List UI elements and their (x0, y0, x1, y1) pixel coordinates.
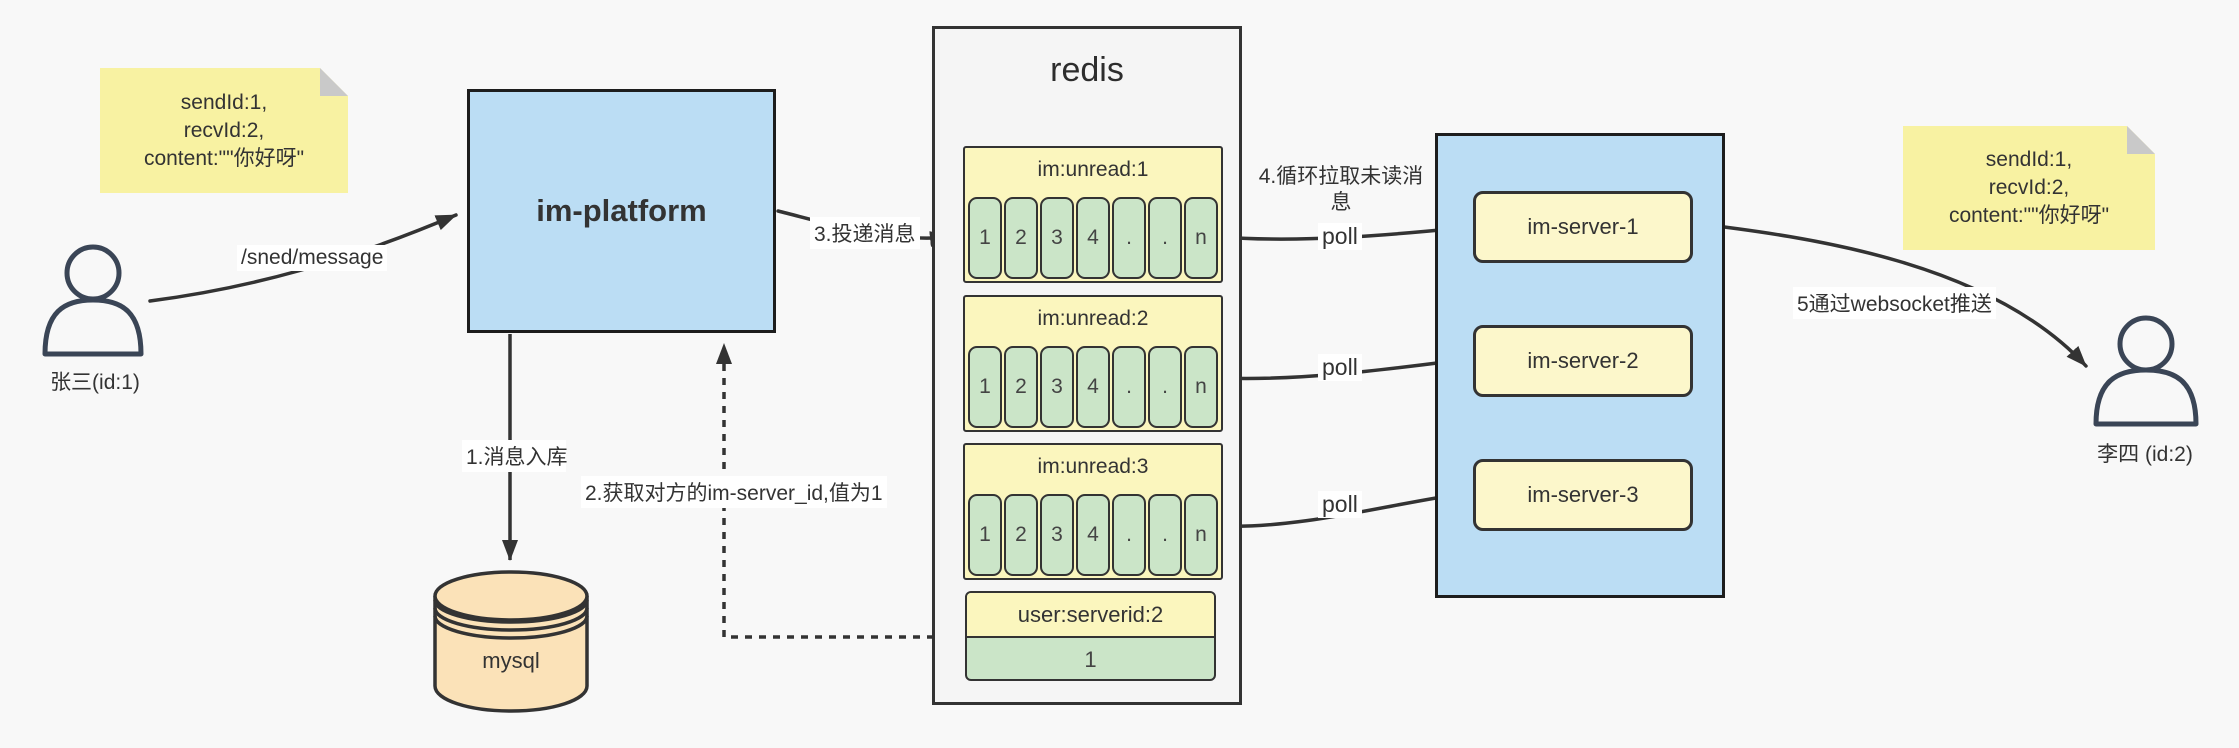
list-cell: n (1184, 346, 1218, 428)
arrow-websocket-push (1690, 221, 2088, 368)
sender-label: 张三(id:1) (50, 371, 140, 394)
redis-list-cells: 1 2 3 4 . . n (968, 494, 1218, 576)
list-cell: n (1184, 494, 1218, 576)
note-line: recvId:2, (183, 118, 265, 142)
edge-label-poll-1: poll (1318, 223, 1362, 250)
im-platform-title: im-platform (536, 193, 707, 228)
note-line: sendId:1, (1985, 148, 2073, 171)
list-cell: 3 (1040, 346, 1074, 428)
redis-list-name: im:unread:2 (1037, 307, 1149, 330)
edge-label-poll-2: poll (1318, 354, 1362, 381)
note-line: sendId:1, (180, 90, 268, 114)
im-server-1-box: im-server-1 (1473, 191, 1693, 263)
list-cell: . (1148, 197, 1182, 279)
redis-kv-user-serverid: user:serverid:2 1 (965, 591, 1216, 681)
note-line: recvId:2, (1988, 176, 2070, 199)
edge-label-step2: 2.获取对方的im-server_id,值为1 (581, 476, 887, 508)
list-cell: 3 (1040, 494, 1074, 576)
redis-container: redis im:unread:1 1 2 3 4 . . n im:unrea… (932, 26, 1242, 705)
list-cell: 1 (968, 346, 1002, 428)
list-cell: 2 (1004, 346, 1038, 428)
im-server-2-box: im-server-2 (1473, 325, 1693, 397)
list-cell: . (1112, 197, 1146, 279)
list-cell: 4 (1076, 494, 1110, 576)
list-cell: 3 (1040, 197, 1074, 279)
edge-label-step3: 3.投递消息 (810, 217, 920, 249)
request-note-left: sendId:1, recvId:2, content:""你好呀" (100, 68, 348, 193)
redis-list-unread-3: im:unread:3 1 2 3 4 . . n (963, 443, 1223, 580)
im-server-1-label: im-server-1 (1527, 214, 1639, 239)
redis-list-cells: 1 2 3 4 . . n (968, 346, 1218, 428)
redis-kv-name: user:serverid:2 (967, 593, 1214, 638)
arrow-get-server-id (716, 343, 962, 639)
list-cell: . (1148, 494, 1182, 576)
list-cell: 4 (1076, 197, 1110, 279)
list-cell: . (1148, 346, 1182, 428)
edge-label-send-message: /sned/message (237, 245, 388, 271)
list-cell: 2 (1004, 494, 1038, 576)
receiver-user-icon (2093, 315, 2199, 427)
im-server-cluster: im-server-1 im-server-2 im-server-3 (1435, 133, 1725, 598)
mysql-database-icon (433, 570, 589, 713)
edge-label-step1: 1.消息入库 (462, 440, 568, 472)
list-cell: n (1184, 197, 1218, 279)
list-cell: . (1112, 494, 1146, 576)
im-server-3-box: im-server-3 (1473, 459, 1693, 531)
im-platform-box: im-platform (467, 89, 776, 333)
edge-label-poll-3: poll (1318, 491, 1362, 518)
request-note-right: sendId:1, recvId:2, content:""你好呀" (1903, 126, 2155, 250)
edge-label-step4: 4.循环拉取未读消息 (1258, 165, 1424, 214)
redis-list-cells: 1 2 3 4 . . n (968, 197, 1218, 279)
list-cell: 4 (1076, 346, 1110, 428)
redis-title: redis (1050, 51, 1124, 89)
list-cell: 1 (968, 494, 1002, 576)
redis-list-unread-1: im:unread:1 1 2 3 4 . . n (963, 146, 1223, 283)
im-server-3-label: im-server-3 (1527, 482, 1639, 507)
list-cell: . (1112, 346, 1146, 428)
redis-list-name: im:unread:3 (1037, 455, 1149, 478)
receiver-label: 李四 (id:2) (2097, 443, 2193, 466)
edge-label-step5: 5通过websocket推送 (1793, 287, 1996, 319)
note-line: content:""你好呀" (1948, 204, 2110, 227)
note-line: content:""你好呀" (143, 146, 305, 170)
redis-kv-value: 1 (1084, 646, 1097, 672)
redis-list-unread-2: im:unread:2 1 2 3 4 . . n (963, 295, 1223, 432)
redis-list-name: im:unread:1 (1037, 158, 1149, 181)
list-cell: 2 (1004, 197, 1038, 279)
mysql-label: mysql (482, 648, 540, 673)
list-cell: 1 (968, 197, 1002, 279)
im-server-2-label: im-server-2 (1527, 348, 1639, 373)
sender-user-icon (42, 244, 144, 357)
